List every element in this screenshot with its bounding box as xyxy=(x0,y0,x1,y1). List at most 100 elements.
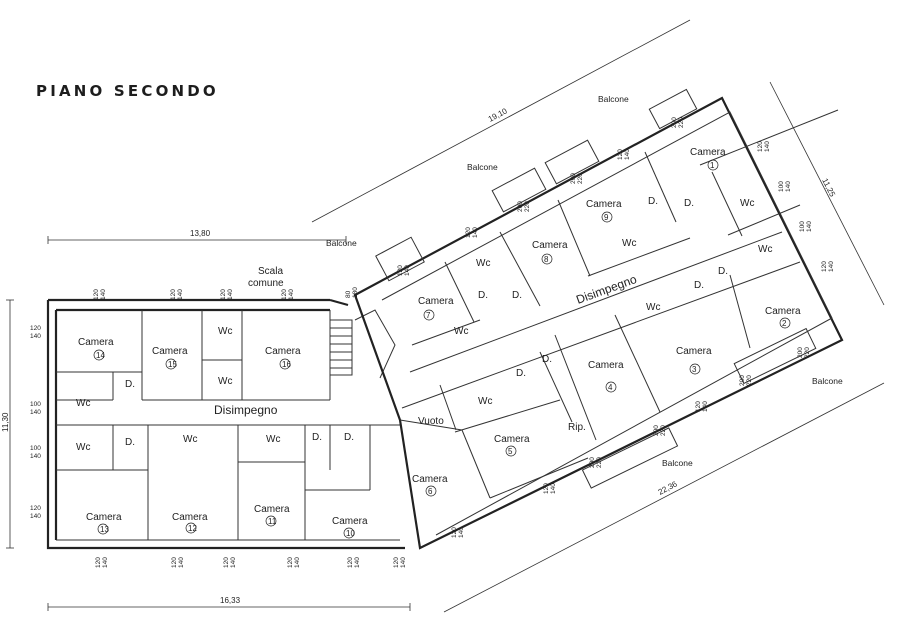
scala-label-2: comune xyxy=(248,278,284,289)
svg-text:140: 140 xyxy=(828,261,835,272)
dim-diag-top: 19,10 xyxy=(487,106,509,124)
wc-label-r4: Wc xyxy=(740,198,754,209)
svg-text:140: 140 xyxy=(102,557,109,568)
dimension-lines xyxy=(6,19,885,613)
wc-label-r7: Wc xyxy=(478,396,492,407)
room-camera-2: Camera xyxy=(765,306,801,317)
svg-text:120: 120 xyxy=(451,527,458,538)
dim-top-left: 13,80 xyxy=(190,229,211,238)
dim-diag-bottom: 22,36 xyxy=(657,479,679,497)
svg-text:140: 140 xyxy=(30,513,41,520)
svg-text:140: 140 xyxy=(30,333,41,340)
wc-label-r2: Wc xyxy=(454,326,468,337)
svg-text:120: 120 xyxy=(30,325,41,332)
svg-text:200: 200 xyxy=(589,457,596,468)
room-camera-8: Camera xyxy=(532,240,568,251)
room-camera-1: Camera xyxy=(690,147,726,158)
svg-text:140: 140 xyxy=(177,289,184,300)
balcone-label-5: Balcone xyxy=(662,458,693,468)
svg-text:140: 140 xyxy=(354,557,361,568)
room-number-15: 15 xyxy=(168,360,177,369)
floor-title: PIANO SECONDO xyxy=(36,82,219,100)
wc-label-a: Wc xyxy=(218,326,232,337)
dim-diag-right: 11,25 xyxy=(820,177,837,199)
room-number-9: 9 xyxy=(604,213,609,222)
svg-text:140: 140 xyxy=(30,409,41,416)
room-camera-6: Camera xyxy=(412,474,448,485)
wc-label-f: Wc xyxy=(266,434,280,445)
room-number-8: 8 xyxy=(544,255,549,264)
svg-text:140: 140 xyxy=(400,557,407,568)
room-number-3: 3 xyxy=(692,365,697,374)
scala-label-1: Scala xyxy=(258,266,283,277)
svg-text:120: 120 xyxy=(347,557,354,568)
wc-label-r5: Wc xyxy=(758,244,772,255)
svg-text:140: 140 xyxy=(472,227,479,238)
room-camera-16: Camera xyxy=(265,346,301,357)
room-number-7: 7 xyxy=(426,311,431,320)
room-camera-15: Camera xyxy=(152,346,188,357)
svg-text:200: 200 xyxy=(517,201,524,212)
svg-text:140: 140 xyxy=(100,289,107,300)
room-number-14: 14 xyxy=(96,351,105,360)
svg-text:100: 100 xyxy=(799,221,806,232)
room-number-5: 5 xyxy=(508,447,513,456)
room-camera-11: Camera xyxy=(254,504,290,515)
balcone-label-2: Balcone xyxy=(467,162,498,172)
d-label-r2: D. xyxy=(512,290,522,301)
svg-text:140: 140 xyxy=(702,401,709,412)
room-camera-5: Camera xyxy=(494,434,530,445)
d-label-r8: D. xyxy=(542,354,552,365)
right-wing xyxy=(353,88,844,550)
wc-label-e: Wc xyxy=(183,434,197,445)
svg-text:220: 220 xyxy=(596,457,603,468)
d-label-r3: D. xyxy=(648,196,658,207)
d-label-r1: D. xyxy=(478,290,488,301)
svg-text:120: 120 xyxy=(223,557,230,568)
disimpegno-left: Disimpegno xyxy=(214,403,278,417)
room-number-11: 11 xyxy=(268,517,277,526)
svg-text:200: 200 xyxy=(739,375,746,386)
svg-text:220: 220 xyxy=(524,201,531,212)
balcone-label-1: Balcone xyxy=(326,238,357,248)
svg-text:140: 140 xyxy=(785,181,792,192)
svg-text:100: 100 xyxy=(30,445,41,452)
room-camera-7: Camera xyxy=(418,296,454,307)
room-number-12: 12 xyxy=(188,524,197,533)
room-number-10: 10 xyxy=(346,529,355,538)
svg-text:140: 140 xyxy=(227,289,234,300)
room-number-13: 13 xyxy=(100,525,109,534)
svg-text:140: 140 xyxy=(624,149,631,160)
svg-text:100: 100 xyxy=(30,401,41,408)
svg-text:140: 140 xyxy=(178,557,185,568)
svg-text:140: 140 xyxy=(294,557,301,568)
svg-text:140: 140 xyxy=(230,557,237,568)
room-camera-14: Camera xyxy=(78,337,114,348)
svg-text:200: 200 xyxy=(797,347,804,358)
svg-text:120: 120 xyxy=(543,483,550,494)
dim-bottom-left: 16,33 xyxy=(220,596,241,605)
dim-left-height: 11,30 xyxy=(1,412,10,432)
svg-text:200: 200 xyxy=(671,117,678,128)
svg-text:140: 140 xyxy=(458,527,465,538)
rip-label: Rip. xyxy=(568,422,586,433)
d-label-r6: D. xyxy=(718,266,728,277)
d-label-c: D. xyxy=(312,432,322,443)
svg-text:120: 120 xyxy=(171,557,178,568)
room-camera-3: Camera xyxy=(676,346,712,357)
wc-label-d: Wc xyxy=(76,442,90,453)
balcone-label-3: Balcone xyxy=(598,94,629,104)
wc-label-r6: Wc xyxy=(646,302,660,313)
vuoto-label: Vuoto xyxy=(418,416,444,427)
svg-text:120: 120 xyxy=(695,401,702,412)
svg-text:220: 220 xyxy=(746,375,753,386)
room-number-16: 16 xyxy=(282,360,291,369)
d-label-a: D. xyxy=(125,379,135,390)
svg-text:120: 120 xyxy=(220,289,227,300)
svg-text:140: 140 xyxy=(806,221,813,232)
svg-text:80: 80 xyxy=(345,290,352,298)
svg-text:120: 120 xyxy=(397,265,404,276)
d-label-r5: D. xyxy=(694,280,704,291)
wc-label-b: Wc xyxy=(218,376,232,387)
d-label-r4: D. xyxy=(684,198,694,209)
